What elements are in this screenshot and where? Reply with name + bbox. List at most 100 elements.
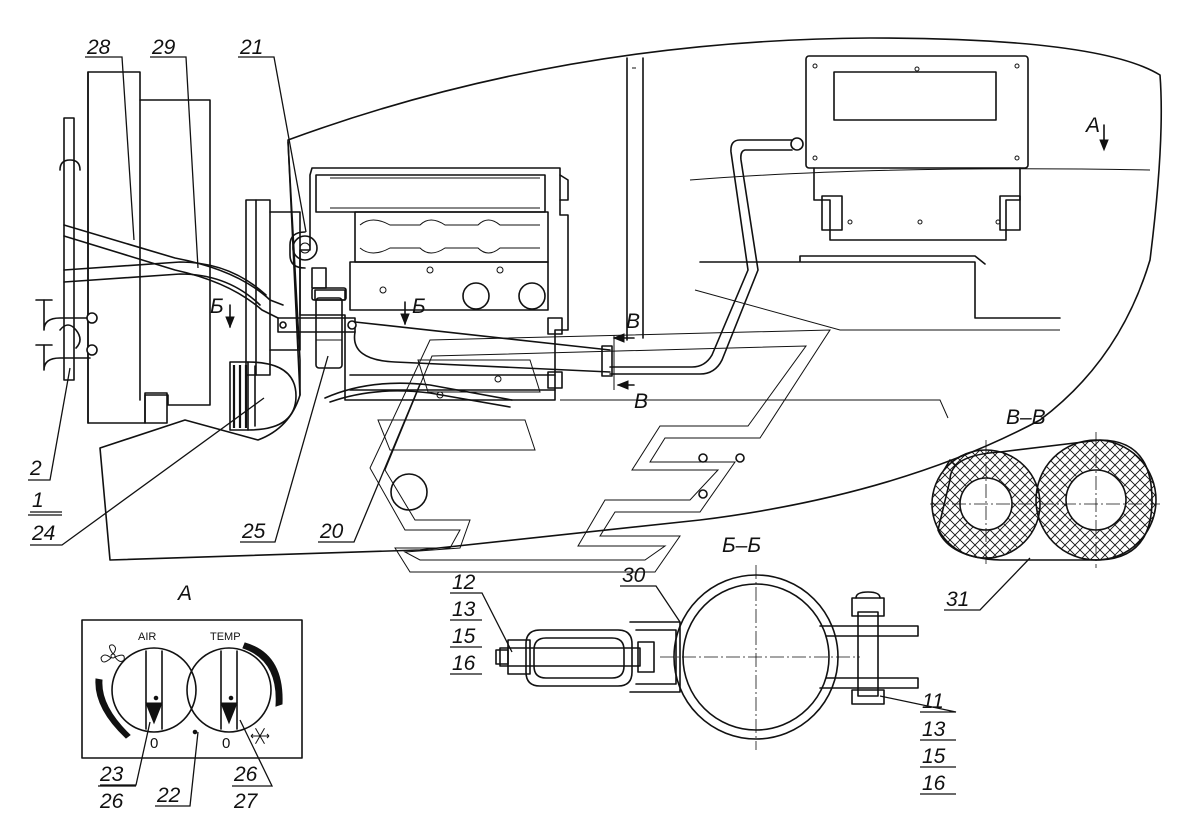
section-b-mark-left: Б [210, 295, 224, 318]
cab-hole-large [390, 473, 428, 511]
temp-zero-mark: 0 [222, 735, 230, 752]
section-v-arrowhead-bottom [616, 380, 629, 390]
main-assembly-view [28, 37, 1163, 573]
cab-lower-line [560, 399, 949, 419]
callout-20: 20 [319, 520, 344, 543]
callout-16: 16 [922, 772, 946, 795]
clamp-head-right [851, 689, 885, 705]
callout-31: 31 [946, 588, 969, 611]
section-vv-view [930, 432, 1160, 611]
air-label: AIR [138, 631, 156, 643]
tie-strap-end [943, 459, 956, 471]
section-bb-title: Б–Б [722, 534, 761, 557]
panel-screw-dot [192, 729, 198, 735]
callout-25: 25 [241, 520, 266, 543]
heater-hose-outer [609, 139, 793, 368]
fraction-bars-11-16 [920, 739, 956, 795]
callout-11: 11 [922, 690, 944, 713]
bracket-bolt-2 [347, 320, 357, 330]
tube-centerlines [930, 432, 1160, 568]
callout-26: 26 [233, 763, 258, 786]
callout-13: 13 [922, 718, 946, 741]
bracket-bolt [279, 321, 287, 329]
hose-clamp [601, 345, 613, 377]
clamp-left-tab-inner [635, 629, 677, 685]
engine-pipe-bracket [277, 317, 356, 333]
fan-icon [100, 644, 125, 663]
temp-label: TEMP [210, 631, 241, 643]
compressor-pulley [229, 361, 297, 431]
callout-24: 24 [31, 522, 55, 545]
callout-16: 16 [452, 652, 476, 675]
callout-2: 2 [29, 457, 42, 480]
clamp-right-tab-bottom [819, 677, 919, 689]
control-panel-view [81, 619, 303, 807]
clamp-right-tab-top [819, 625, 919, 637]
callout-21: 21 [239, 36, 263, 59]
air-zero-mark: 0 [150, 735, 158, 752]
section-b-arrowhead-right [400, 313, 410, 326]
engine-hose-upper [354, 321, 611, 351]
clamp-nut-right [851, 597, 885, 617]
callout-26: 26 [99, 790, 124, 813]
view-a-arrowhead [1099, 139, 1109, 152]
callout-27: 27 [233, 790, 259, 813]
snowflake-icon [250, 727, 270, 745]
drain-hose [324, 382, 513, 401]
engine-hose-lower [353, 331, 611, 373]
heater-hose-inner [609, 149, 793, 375]
cab-floor-structure [699, 255, 1061, 319]
air-knob [111, 647, 197, 733]
callout-15: 15 [922, 745, 946, 768]
leader-26-27 [232, 719, 274, 787]
air-knob-dot [153, 695, 159, 701]
callout-1: 1 [32, 489, 44, 512]
air-scale [95, 678, 131, 739]
section-v-mark-top: В [626, 310, 640, 333]
callout-22: 22 [156, 784, 181, 807]
radiator [87, 71, 301, 424]
condenser-pipes [35, 117, 284, 381]
clamp-bolt-left [499, 647, 641, 667]
section-b-mark-right: Б [412, 295, 426, 318]
section-vv-title: В–В [1006, 406, 1046, 429]
callout-labels: 28 29 21 2 1 24 25 20 12 13 15 16 30 11 … [29, 36, 1100, 813]
clamp-rubber-sleeve [525, 629, 633, 687]
callout-28: 28 [86, 36, 111, 59]
temp-knob [186, 647, 272, 733]
leader-29 [150, 56, 199, 269]
temp-scale [242, 642, 283, 707]
cab-hole [698, 489, 708, 499]
clamp-nut-right-top [855, 591, 881, 599]
leader-12-16 [450, 592, 513, 653]
leader-2 [28, 367, 71, 481]
cab-pillar [626, 57, 644, 341]
cab-hole [698, 453, 708, 463]
section-bb-view [450, 565, 957, 795]
view-a-title: А [176, 582, 192, 605]
leader-1-24 [30, 397, 265, 546]
callout-15: 15 [452, 625, 476, 648]
cab-inner-line [689, 168, 1151, 181]
section-b-arrowhead-left [225, 316, 235, 329]
clamp-washer-left [637, 641, 655, 673]
air-knob-grip [145, 650, 163, 730]
clamp-centerlines [660, 565, 860, 750]
leader-23-26 [100, 721, 151, 786]
leader-25 [240, 355, 329, 543]
air-knob-pointer [145, 702, 163, 725]
clamp-bolt-right [857, 611, 879, 697]
temp-knob-pointer [220, 702, 238, 725]
clamp-left-tab [629, 621, 681, 693]
callout-13: 13 [452, 598, 476, 621]
heater-unit [790, 55, 1029, 241]
callout-23: 23 [99, 763, 124, 786]
clamp-bolt-tip-left [495, 649, 509, 665]
section-v-arrowhead-top [612, 333, 625, 343]
callout-12: 12 [452, 571, 476, 594]
cab-hole [735, 453, 745, 463]
leader-28 [85, 56, 135, 241]
clamp-rubber-sleeve-inner [533, 637, 625, 679]
callout-30: 30 [622, 564, 646, 587]
